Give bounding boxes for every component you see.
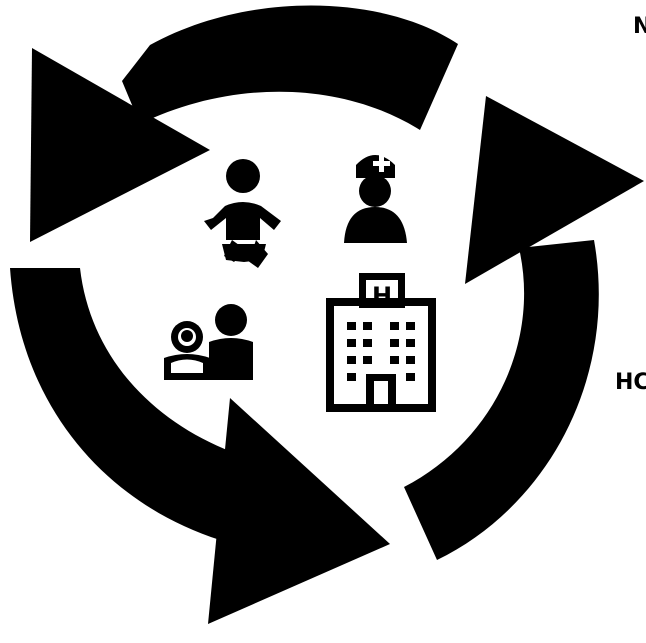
edge-label-top: N: [633, 14, 646, 39]
hospital-sign: H: [372, 282, 392, 310]
nurse-icon: [344, 155, 407, 243]
parents-icon: [164, 304, 253, 380]
cycle-arrow-top: [30, 5, 458, 242]
edge-label-right: HC: [615, 370, 646, 395]
baby-icon: [204, 159, 281, 268]
hospital-icon: H: [326, 273, 436, 412]
cycle-arrow-right: [404, 96, 644, 560]
cycle-arrow-bottom: [10, 268, 390, 624]
